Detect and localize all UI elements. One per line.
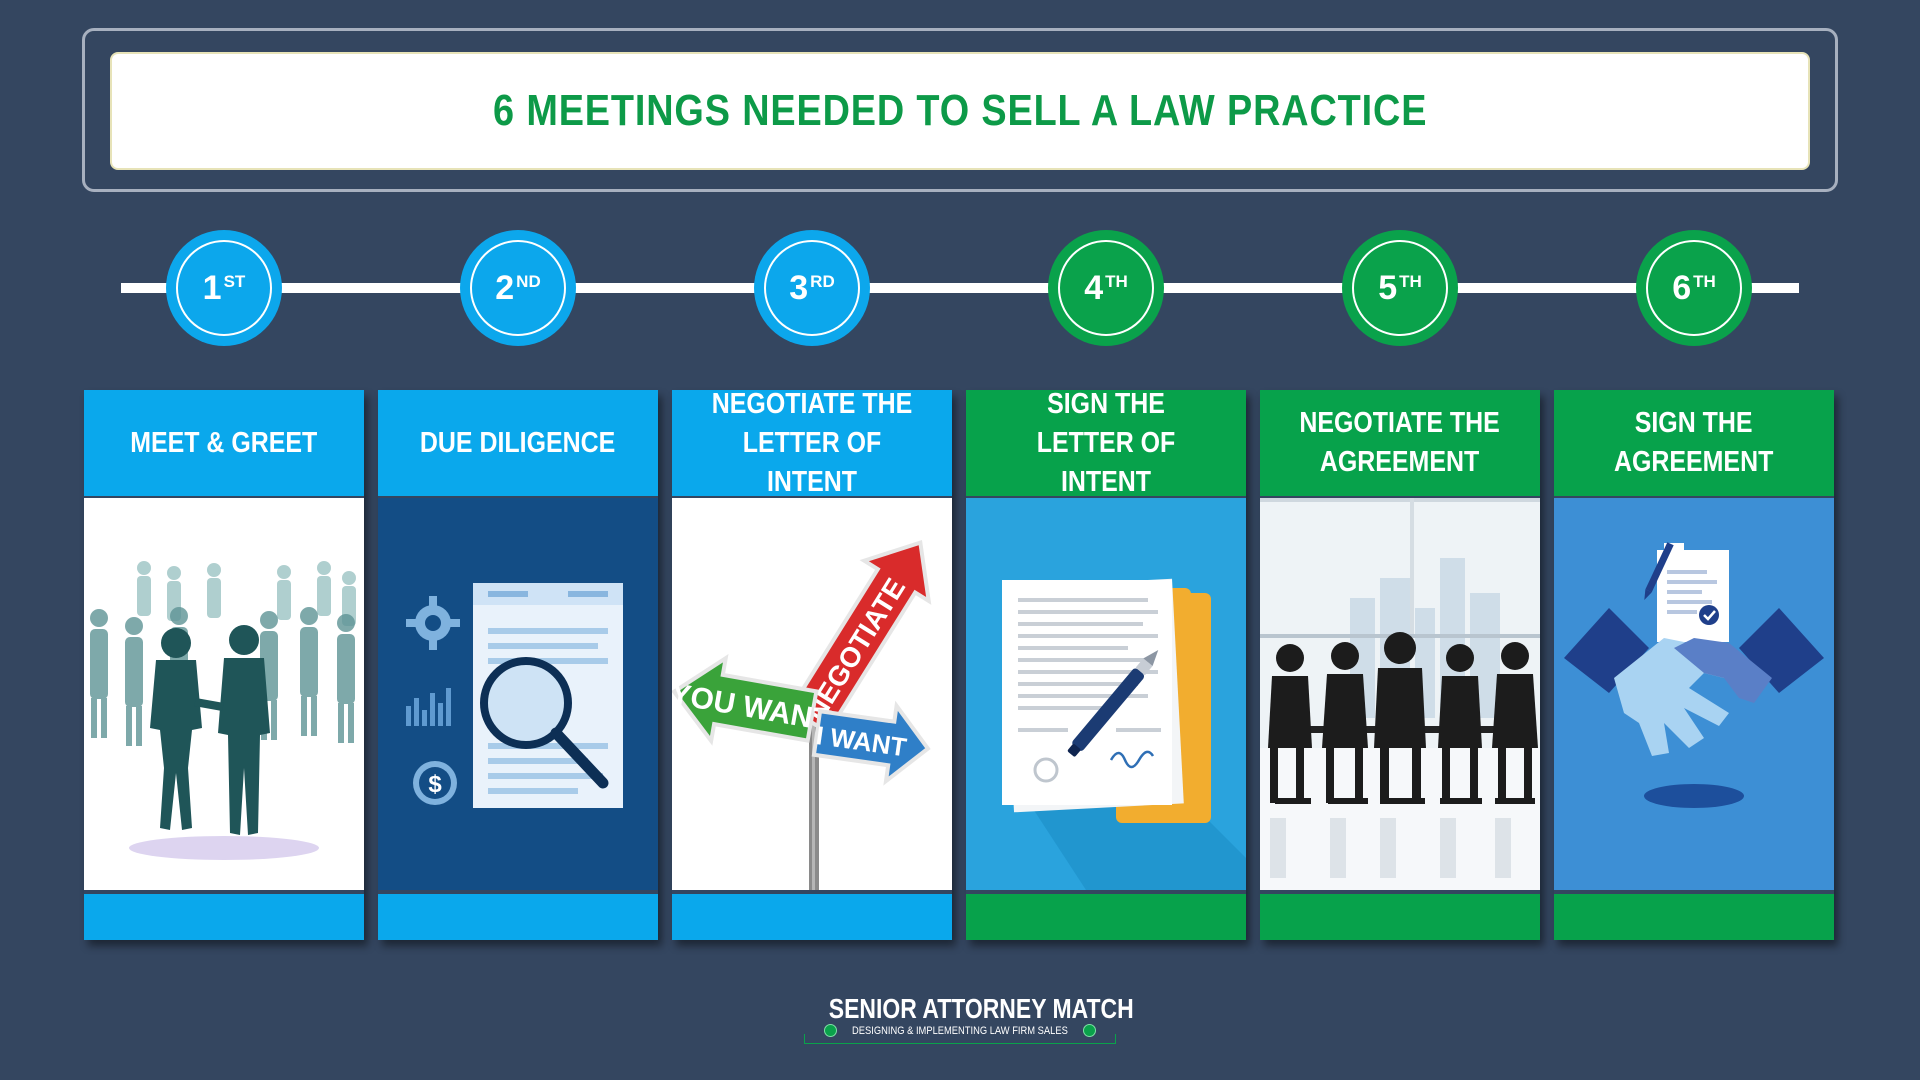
logo-tagline-row: DESIGNING & IMPLEMENTING LAW FIRM SALES: [800, 1024, 1120, 1037]
step-number: 1: [202, 269, 222, 307]
card-header: SIGN THE AGREEMENT: [1554, 390, 1834, 496]
signed-document-pen-icon: [966, 498, 1246, 890]
card-title-line1: DUE DILIGENCE: [420, 426, 616, 459]
step-number: 3: [789, 269, 809, 307]
card-header: NEGOTIATE THE LETTER OF INTENT: [672, 388, 952, 498]
card-title-line1: MEET & GREET: [130, 426, 318, 459]
step-suffix: TH: [1693, 272, 1716, 291]
card-header: NEGOTIATE THE AGREEMENT: [1260, 390, 1540, 496]
timeline-line: [121, 283, 1799, 293]
card-title-line1: SIGN THE: [1047, 387, 1165, 420]
step-number: 6: [1672, 269, 1692, 307]
card-title-line2: LETTER OF INTENT: [1036, 426, 1176, 498]
dollar-sign-text: $: [428, 771, 442, 798]
step-card-6: SIGN THE AGREEMENT: [1554, 390, 1834, 940]
card-footer: [84, 894, 364, 940]
title-banner: 6 MEETINGS NEEDED TO SELL A LAW PRACTICE: [110, 52, 1810, 170]
step-suffix: TH: [1105, 272, 1128, 291]
step-card-2: DUE DILIGENCE: [378, 390, 658, 940]
logo-dot-icon: [824, 1024, 838, 1037]
card-title-line2: AGREEMENT: [1320, 446, 1480, 478]
business-people-handshake-icon: [84, 498, 364, 890]
step-card-5: NEGOTIATE THE AGREEMENT: [1260, 390, 1540, 940]
card-header: DUE DILIGENCE: [378, 390, 658, 496]
logo-tagline: DESIGNING & IMPLEMENTING LAW FIRM SALES: [852, 1024, 1068, 1037]
card-title-line1: SIGN THE: [1635, 407, 1753, 439]
logo-dot-icon: [1082, 1024, 1096, 1037]
step-suffix: ND: [516, 272, 541, 291]
card-footer: [1554, 894, 1834, 940]
card-footer: [1260, 894, 1540, 940]
logo-name: SENIOR ATTORNEY MATCH: [828, 993, 1134, 1024]
step-suffix: TH: [1399, 272, 1422, 291]
step-suffix: ST: [223, 272, 246, 291]
card-footer: [966, 894, 1246, 940]
page-title: 6 MEETINGS NEEDED TO SELL A LAW PRACTICE: [492, 86, 1428, 135]
step-number: 4: [1084, 269, 1104, 307]
step-number: 2: [495, 269, 515, 307]
company-logo: SENIOR ATTORNEY MATCH DESIGNING & IMPLEM…: [800, 993, 1134, 1044]
step-card-4: SIGN THE LETTER OF INTENT: [966, 388, 1246, 940]
negotiate-signpost-icon: NEGOTIATE YOU WANT I WANT: [672, 498, 952, 890]
step-card-1: MEET & GREET: [84, 390, 364, 940]
agreement-handshake-icon: [1554, 498, 1834, 890]
step-card-3: NEGOTIATE THE LETTER OF INTENT NEGOTIATE…: [672, 388, 952, 940]
magnifier-document-icon: $: [378, 498, 658, 890]
card-footer: [378, 894, 658, 940]
card-footer: [672, 894, 952, 940]
card-title-line2: LETTER OF INTENT: [742, 426, 882, 498]
meeting-silhouettes-icon: [1260, 498, 1540, 890]
step-suffix: RD: [810, 272, 835, 291]
card-header: SIGN THE LETTER OF INTENT: [966, 388, 1246, 498]
card-title-line1: NEGOTIATE THE: [1299, 407, 1501, 439]
card-title-line2: AGREEMENT: [1614, 446, 1774, 478]
logo-underline: [804, 1034, 1116, 1044]
title-frame: [82, 28, 1838, 192]
card-header: MEET & GREET: [84, 390, 364, 496]
step-number: 5: [1378, 269, 1398, 307]
card-title-line1: NEGOTIATE THE: [711, 387, 913, 420]
